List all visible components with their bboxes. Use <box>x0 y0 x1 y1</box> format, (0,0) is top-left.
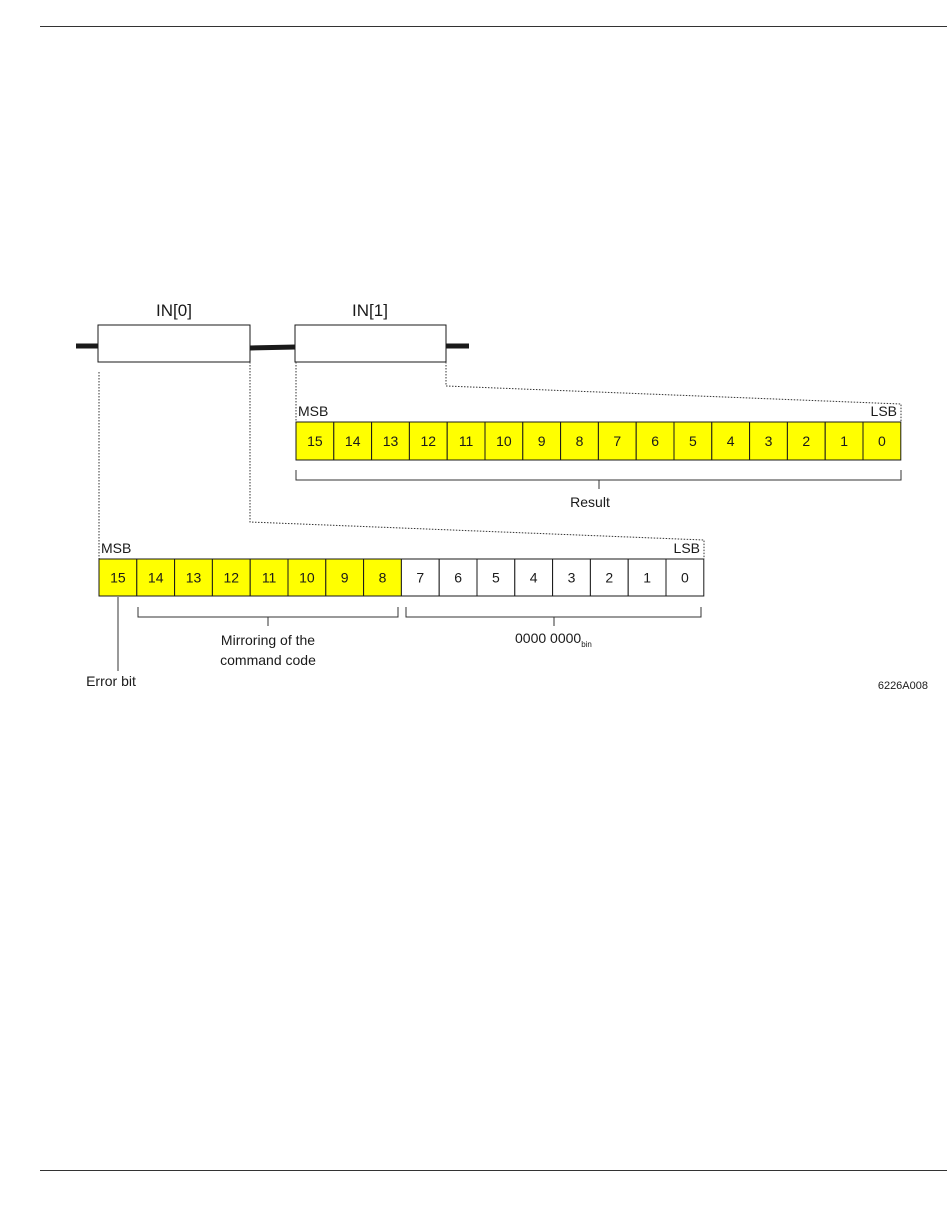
in0-bit-label-7: 7 <box>416 570 424 586</box>
in1-bit-label-6: 6 <box>651 433 659 449</box>
in1-bit-label-14: 14 <box>345 433 361 449</box>
zero-label-subscript: bin <box>581 640 592 649</box>
in1-bit-label-5: 5 <box>689 433 697 449</box>
in1-bit-label-2: 2 <box>802 433 810 449</box>
in1-bit-label-3: 3 <box>765 433 773 449</box>
in0-bit-label-10: 10 <box>299 570 315 586</box>
in0-bit-label-12: 12 <box>224 570 240 586</box>
figure-id: 6226A008 <box>878 680 928 692</box>
in1-bit-label-12: 12 <box>421 433 437 449</box>
result-bracket <box>296 470 901 489</box>
in0-bit-label-1: 1 <box>643 570 651 586</box>
in0-bit-label-3: 3 <box>568 570 576 586</box>
result-label: Result <box>570 494 610 510</box>
in1-word-box <box>295 325 446 362</box>
mirror-bracket <box>138 607 398 626</box>
in1-bit-label-13: 13 <box>383 433 399 449</box>
in0-bit-label-0: 0 <box>681 570 689 586</box>
error-bit-label: Error bit <box>86 673 136 689</box>
in1-bit-label-0: 0 <box>878 433 886 449</box>
in1-bit-label-4: 4 <box>727 433 735 449</box>
mirror-label-line1: Mirroring of the <box>221 632 315 648</box>
in1-bit-label-1: 1 <box>840 433 848 449</box>
in1-bit-label-8: 8 <box>576 433 584 449</box>
in1-bit-label-9: 9 <box>538 433 546 449</box>
in0-bit-label-5: 5 <box>492 570 500 586</box>
in1-bit-label-15: 15 <box>307 433 323 449</box>
in0-msb-label: MSB <box>101 540 131 556</box>
in1-projection-lines <box>296 362 901 422</box>
in1-lsb-label: LSB <box>871 403 897 419</box>
zero-bracket <box>406 607 701 626</box>
in0-word-box <box>98 325 250 362</box>
in0-bit-label-9: 9 <box>341 570 349 586</box>
in1-msb-label: MSB <box>298 403 328 419</box>
in0-bit-label-15: 15 <box>110 570 126 586</box>
in0-bit-label-6: 6 <box>454 570 462 586</box>
in1-bit-label-11: 11 <box>459 433 474 449</box>
in0-bit-label-4: 4 <box>530 570 538 586</box>
in0-bit-label-8: 8 <box>379 570 387 586</box>
in1-bit-label-10: 10 <box>496 433 512 449</box>
mirror-label-line2: command code <box>220 652 316 668</box>
in0-label: IN[0] <box>156 301 192 320</box>
in1-bit-label-7: 7 <box>613 433 621 449</box>
in0-bit-label-14: 14 <box>148 570 164 586</box>
in0-bit-label-11: 11 <box>262 570 277 586</box>
in0-lsb-label: LSB <box>674 540 700 556</box>
in0-bit-label-13: 13 <box>186 570 202 586</box>
in0-bit-label-2: 2 <box>605 570 613 586</box>
zero-label-value: 0000 0000 <box>515 630 581 646</box>
zero-label: 0000 0000bin <box>515 630 592 649</box>
in1-label: IN[1] <box>352 301 388 320</box>
